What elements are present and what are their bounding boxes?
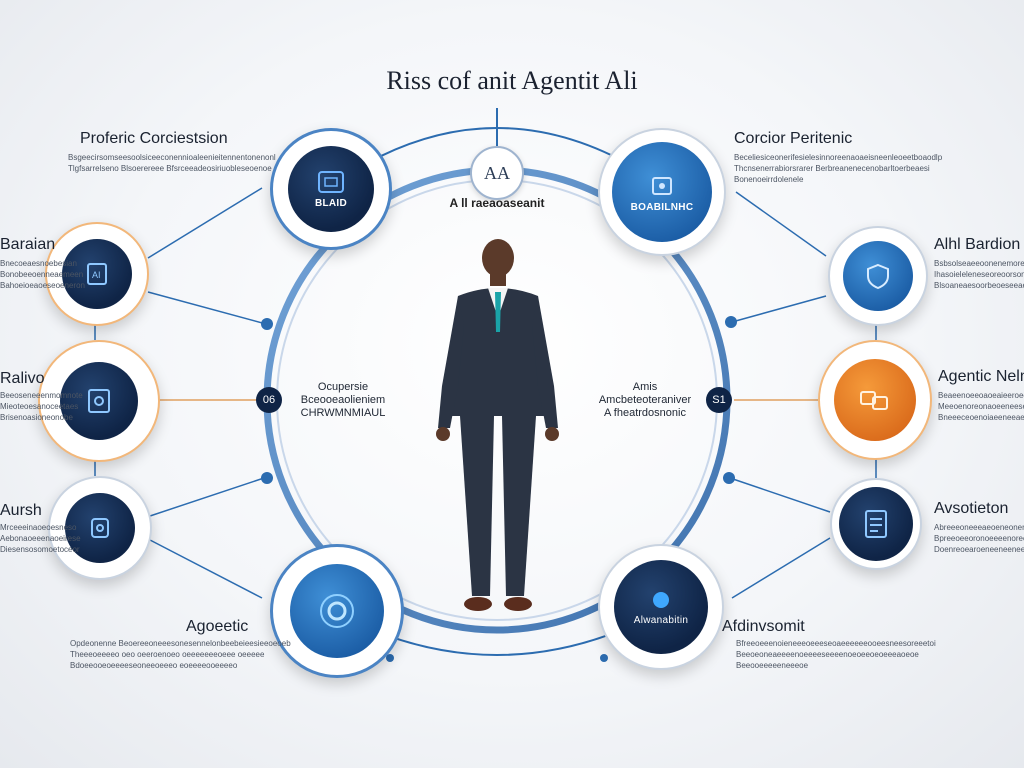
callout-top-right-body: Beceliesiceonerifesielesinnoreenaoaeisne… — [734, 153, 943, 184]
left-number-badge: 06 — [256, 387, 282, 413]
businessman-figure — [436, 239, 559, 611]
tablet-icon — [318, 170, 344, 193]
callout-bottom-right-heading: Afdinvsomit — [722, 618, 805, 635]
callout-top-left-heading: Proferic Corciestsion — [80, 130, 228, 147]
center-subtitle: A ll raeaoaseanit — [449, 196, 545, 210]
center-right-text: Amis Amcbeteoteraniver A fheatrdosnonic — [598, 381, 692, 419]
orb-icon — [653, 591, 669, 608]
callout-right-2-body: Beaeenoeeoaoeaieeroeesonee Meeoenoreonao… — [938, 391, 1024, 422]
report-icon — [865, 510, 887, 538]
callout-right-3-body: Abreeeoneeeaeoeneonenoeroe Bpreeoeeorono… — [934, 523, 1024, 554]
callout-right-1-body: Bsbsolseaeeoonenemorenosen Ihasoielelene… — [934, 259, 1024, 290]
callout-left-1-body: Bnecoeaesnoebesian Bonobeeoenneaemeen Ba… — [0, 259, 85, 290]
node-right-1[interactable] — [828, 226, 928, 326]
node-bottom-left[interactable] — [270, 544, 404, 678]
node-right-2[interactable] — [818, 340, 932, 460]
center-left-text: Ocupersie Bceooeaolieniem CHRWMNMIAUL — [300, 381, 386, 419]
callout-left-2-heading: Ralivo — [0, 370, 45, 387]
node-left-3[interactable] — [48, 476, 152, 580]
callout-bottom-left-heading: Agoeetic — [186, 618, 249, 635]
callout-top-right-heading: Corcior Peritenic — [734, 130, 853, 147]
callout-right-3-heading: Avsotieton — [934, 500, 1009, 517]
callout-left-3-heading: Aursh — [0, 502, 42, 519]
shield-icon — [867, 263, 889, 290]
node-left-1[interactable]: AI — [45, 222, 149, 326]
document-ai-icon: AI — [87, 263, 107, 285]
node-left-2[interactable] — [38, 340, 160, 462]
callout-bottom-right-body: Bfreeoeeenoieneeeoeeeseoaeeeeeeooeesnees… — [736, 639, 936, 670]
node-top-left[interactable]: BLAID — [270, 128, 392, 250]
diagram-title: Riss cof anit Agentit Ali — [386, 66, 638, 95]
callout-bottom-left-body: Opdeonenne Beoereeoneeesonesennelonbeebe… — [70, 639, 291, 670]
lock-device-icon — [91, 518, 109, 538]
callout-left-3-body: Mrceeeinaoeoesneso Aebonaoeeenaoeirese D… — [0, 523, 81, 554]
node-bottom-right[interactable]: Alwanabitin — [598, 544, 724, 670]
node-top-right[interactable]: BOABILNHC — [598, 128, 726, 256]
callout-right-2-heading: Agentic Nelm — [938, 368, 1024, 385]
target-ring-icon — [320, 594, 354, 628]
callout-right-1-heading: Alhl Bardion — [934, 236, 1021, 253]
ai-mark-icon: AA — [470, 146, 524, 200]
gear-document-icon — [88, 389, 110, 413]
callout-left-2-body: Beeoseneeenmomnote Mieoteoesanoceetaes B… — [0, 391, 83, 422]
folders-icon — [860, 391, 888, 410]
svg-text:AI: AI — [92, 270, 101, 280]
home-badge-icon — [652, 176, 672, 195]
callout-top-left-body: Bsgeecirsomseesoolsiceeconennioaleenieit… — [68, 153, 276, 173]
callout-left-1-heading: Baraian — [0, 236, 56, 253]
node-right-3[interactable] — [830, 478, 922, 570]
right-number-badge: S1 — [706, 387, 732, 413]
